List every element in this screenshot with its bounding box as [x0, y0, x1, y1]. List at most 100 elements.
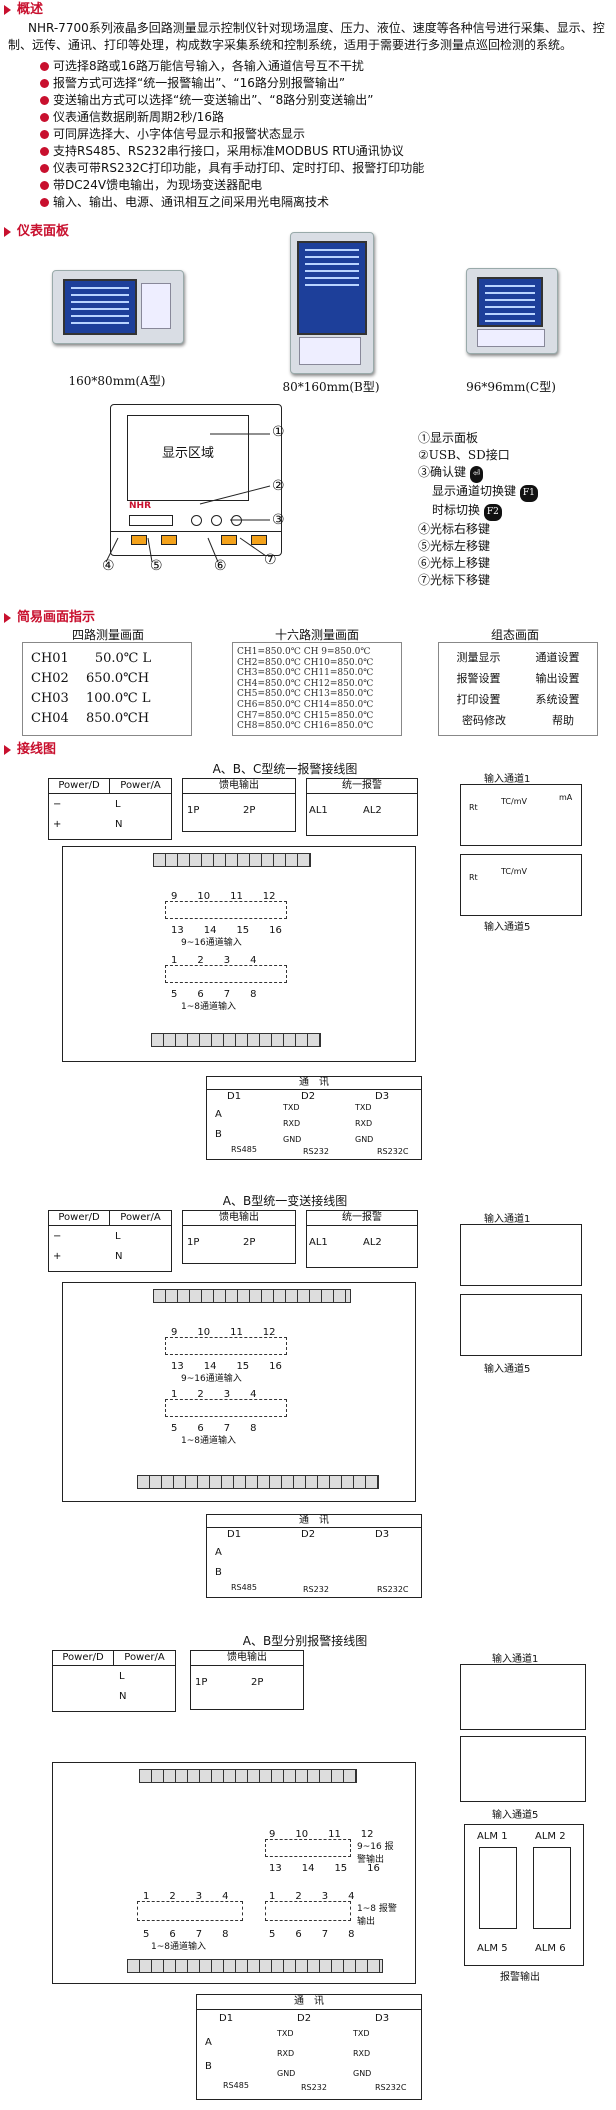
screen-row: CH3=850.0℃ CH11=850.0℃: [237, 668, 374, 679]
panel-callout-lines: [105, 433, 271, 563]
screen-text-line: [305, 249, 359, 251]
power-block: Power/D Power/A L N: [52, 1650, 176, 1712]
input5-diagram: [460, 1736, 586, 1802]
model-b-screen: [297, 241, 367, 335]
callout-5: ⑤: [150, 558, 163, 574]
comm-block: 通 讯 D1 D2 D3 A B RS485 TXD RXD GND RS232…: [206, 1076, 422, 1160]
bullet-icon: [40, 96, 49, 105]
legend-item: ④光标右移键: [418, 522, 491, 536]
screen-text-line: [305, 284, 359, 286]
legend-item: ②USB、SD接口: [418, 448, 510, 462]
screen-sixteen-box: CH1=850.0℃ CH 9=850.0℃ CH2=850.0℃ CH10=8…: [232, 642, 402, 736]
input1-label: 输入通道1: [484, 1214, 531, 1225]
comm-label: 通 讯: [207, 1077, 421, 1090]
display-area-label: 显示区域: [161, 446, 214, 461]
panel-display-area: 显示区域: [127, 415, 249, 501]
bullet-icon: [40, 147, 49, 156]
feed-output-block: 馈电输出 1P 2P: [182, 1210, 296, 1264]
callout-4: ④: [102, 558, 115, 574]
section-screens-title: 简易画面指示: [4, 610, 95, 626]
panel-logo: NHR: [129, 501, 151, 511]
bullet-icon: [40, 79, 49, 88]
model-a-keys: [141, 283, 171, 329]
bullet-icon: [40, 198, 49, 207]
screen-row: CH6=850.0℃ CH14=850.0℃: [237, 699, 374, 710]
legend-item: 显示通道切换键 F1: [418, 483, 538, 502]
feature-item: 可同屏选择大、小字体信号显示和报警状态显示: [40, 126, 305, 143]
enter-key-icon: ⏎: [469, 466, 484, 483]
screen-text-line: [305, 263, 359, 265]
screen-text-line: [485, 285, 535, 287]
power-a-label: Power/A: [110, 779, 171, 794]
diagram1-device: 9 10 11 12 13 14 15 16 9~16通道输入 1 2 3 4 …: [62, 846, 416, 1062]
legend-item: ①显示面板: [418, 431, 479, 445]
config-row: 打印设置系统设置: [456, 693, 580, 706]
input1-label: 输入通道1: [492, 1654, 539, 1665]
callout-1: ①: [272, 424, 285, 440]
feed-output-block: 馈电输出 1P 2P: [190, 1650, 304, 1710]
legend-item: ⑦光标下移键: [418, 573, 491, 587]
input1-diagram: Rt TC/mV mA: [460, 784, 582, 846]
input-connector-9-16: [165, 901, 287, 919]
callout-6: ⑥: [214, 558, 227, 574]
screen-text-line: [71, 315, 129, 317]
intro-paragraph: NHR-7700系列液晶多回路测量显示控制仪针对现场温度、压力、液位、速度等各种…: [8, 21, 605, 52]
feature-item: 报警方式可选择“统一报警输出”、“16路分别报警输出”: [40, 75, 345, 92]
screen-text-line: [71, 294, 129, 296]
screen-text-line: [71, 308, 129, 310]
legend-item: ③确认键 ⏎: [418, 464, 538, 483]
screen-row: CH2=850.0℃ CH10=850.0℃: [237, 657, 374, 668]
screen-row: CH01 50.0℃ L: [31, 651, 152, 666]
screen-four-box: CH01 50.0℃ L CH02 650.0℃H CH03 100.0℃ L …: [22, 642, 192, 736]
unified-alarm-label: 统一报警: [307, 779, 417, 794]
section-panel-title: 仪表面板: [4, 224, 69, 240]
feature-item: 仪表可带RS232C打印功能，具有手动打印、定时打印、报警打印功能: [40, 160, 424, 177]
screen-row: CH7=850.0℃ CH15=850.0℃: [237, 710, 374, 721]
input5-diagram: [460, 1294, 582, 1356]
screen-row: CH1=850.0℃ CH 9=850.0℃: [237, 647, 371, 657]
config-row: 报警设置输出设置: [456, 672, 580, 685]
model-a-image: [52, 270, 184, 344]
diagram1-title: A、B、C型统一报警接线图: [212, 762, 358, 776]
legend-item: ⑥光标上移键: [418, 556, 491, 570]
screen-text-line: [485, 306, 535, 308]
input5-label: 输入通道5: [484, 922, 531, 933]
diagram2-title: A、B型统一变送接线图: [222, 1194, 348, 1208]
model-a-screen: [63, 279, 137, 335]
feed-output-block: 馈电输出 1P 2P: [182, 778, 296, 832]
comm-block: 通 讯 D1 D2 D3 A B RS485 RS232 RS232C: [206, 1514, 422, 1598]
screen-text-line: [71, 322, 129, 324]
bullet-icon: [40, 181, 49, 190]
screen-text-line: [485, 292, 535, 294]
f2-key-icon: F2: [483, 504, 502, 521]
model-b-image: [290, 232, 374, 374]
screen-row: CH02 650.0℃H: [31, 671, 150, 686]
bullet-icon: [40, 130, 49, 139]
top-terminal-strip: [139, 1769, 357, 1783]
bullet-icon: [40, 62, 49, 71]
arrow-icon: [4, 226, 11, 237]
arrow-icon: [4, 744, 11, 755]
usb-port: [129, 515, 173, 526]
diagram2-device: 9 10 11 12 13 14 15 16 9~16通道输入 1 2 3 4 …: [62, 1282, 416, 1502]
legend-item: 时标切换 F2: [418, 502, 538, 521]
screen-text-line: [485, 313, 535, 315]
bullet-icon: [40, 113, 49, 122]
feature-item: 带DC24V馈电输出，为现场变送器配电: [40, 177, 262, 194]
screen-text-line: [305, 256, 359, 258]
feature-item: 可选择8路或16路万能信号输入，各输入通道信号互不干扰: [40, 58, 364, 75]
unified-alarm-block: 统一报警 AL1 AL2: [306, 778, 418, 836]
feature-item: 输入、输出、电源、通讯相互之间采用光电隔离技术: [40, 194, 329, 211]
cursor-keys: [111, 531, 281, 546]
section-wiring-title: 接线图: [4, 742, 56, 758]
diagram3-device: 9 10 11 12 13 14 15 16 9~16 报警输出 1 2 3 4…: [52, 1762, 416, 1984]
screen-config-title: 组态画面: [490, 628, 539, 642]
screen-row: CH5=850.0℃ CH13=850.0℃: [237, 689, 374, 700]
model-c-caption: 96*96mm(C型): [466, 380, 556, 394]
model-a-caption: 160*80mm(A型): [68, 374, 166, 388]
screen-row: CH4=850.0℃ CH12=850.0℃: [237, 678, 374, 689]
power-block: Power/D Power/A − + L N: [48, 778, 172, 840]
screen-text-line: [71, 287, 129, 289]
power-d-label: Power/D: [49, 779, 110, 794]
bottom-terminal-strip: [137, 1475, 379, 1489]
